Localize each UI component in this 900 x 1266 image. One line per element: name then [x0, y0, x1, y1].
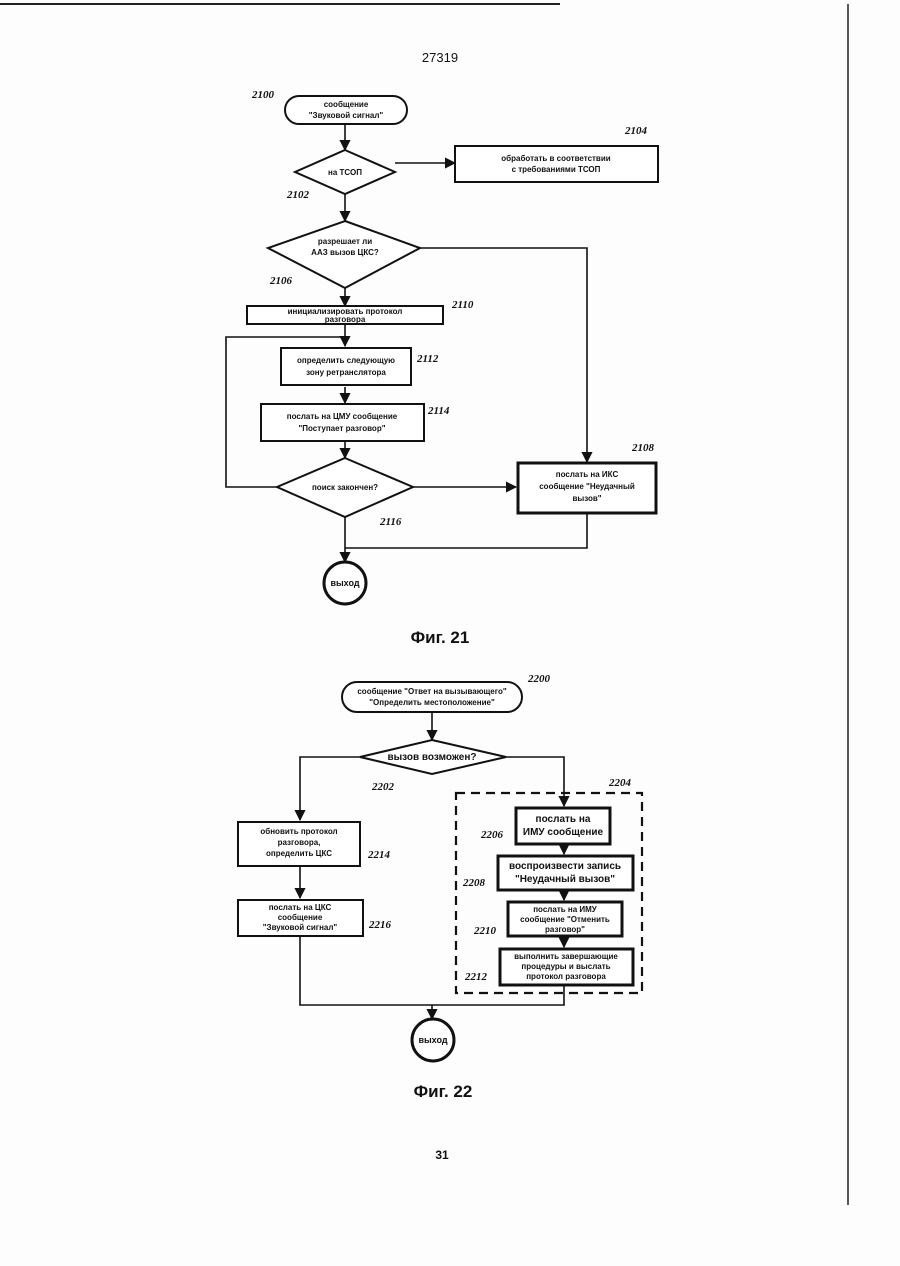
- fig22-box-2210-line-1: послать на ИМУ: [533, 905, 598, 914]
- fig22-box-2212-line-1: выполнить завершающие: [514, 952, 618, 961]
- fig22-box-2210-line-2: сообщение "Отменить: [520, 915, 610, 924]
- header-number: 27319: [422, 50, 458, 65]
- fig21-box-2114-line-2: "Поступает разговор": [298, 424, 385, 433]
- ref-2110: 2110: [451, 299, 474, 311]
- fig22-box-2214-line-2: разговора,: [278, 838, 321, 847]
- fig21-decision-2116-text: поиск закончен?: [312, 483, 378, 492]
- ref-2200: 2200: [527, 673, 551, 685]
- ref-2206: 2206: [480, 829, 504, 841]
- fig21-box-2112-line-1: определить следующую: [297, 356, 395, 365]
- fig22-box-2206-line-2: ИМУ сообщение: [523, 826, 604, 838]
- fig22-start-line-2: "Определить местоположение": [369, 698, 495, 707]
- ref-2202: 2202: [371, 781, 395, 793]
- ref-2106: 2106: [269, 275, 293, 287]
- ref-2100: 2100: [251, 89, 275, 101]
- ref-2212: 2212: [464, 971, 488, 983]
- fig21-box-2114-line-1: послать на ЦМУ сообщение: [287, 412, 398, 421]
- ref-2116: 2116: [379, 516, 402, 528]
- fig21-decision-2102-text: на ТСОП: [328, 168, 362, 177]
- fig21-box-2110-line-2: разговора: [325, 315, 366, 324]
- fig22-box-2214-line-1: обновить протокол: [260, 827, 337, 836]
- fig21-box-2108-line-1: послать на ИКС: [556, 470, 619, 479]
- ref-2208: 2208: [462, 877, 486, 889]
- figure-21: сообщение "Звуковой сигнал" 2100 на ТСОП…: [226, 89, 658, 647]
- fig21-box-2104-line-2: с требованиями ТСОП: [512, 165, 601, 174]
- ref-2108: 2108: [631, 442, 655, 454]
- fig22-box-2212-line-2: процедуры и выслать: [521, 962, 610, 971]
- fig21-box-2108-line-2: сообщение "Неудачный: [539, 482, 635, 491]
- fig22-box-2212-line-3: протокол разговора: [526, 972, 606, 981]
- figure-22: сообщение "Ответ на вызывающего" "Опреде…: [238, 673, 642, 1101]
- fig22-box-2216-line-1: послать на ЦКС: [269, 903, 332, 912]
- fig21-exit-text: выход: [330, 578, 359, 588]
- fig21-box-2104: [455, 146, 658, 182]
- fig21-box-2112-line-2: зону ретранслятора: [306, 368, 386, 377]
- fig22-decision-2202-text: вызов возможен?: [387, 752, 476, 763]
- fig21-caption: Фиг. 21: [411, 628, 470, 647]
- ref-2102: 2102: [286, 189, 310, 201]
- fig22-box-2208-line-2: "Неудачный вызов": [515, 874, 615, 885]
- fig21-decision-2106-line-1: разрешает ли: [318, 237, 372, 246]
- fig21-start-line-1: сообщение: [324, 100, 369, 109]
- ref-2112: 2112: [416, 353, 439, 365]
- fig21-start-line-2: "Звуковой сигнал": [309, 111, 384, 120]
- fig22-box-2210-line-3: разговор": [545, 925, 585, 934]
- fig22-box-2208-line-1: воспроизвести запись: [509, 861, 621, 872]
- fig21-box-2112: [281, 348, 411, 385]
- fig22-box-2216-line-3: "Звуковой сигнал": [263, 923, 338, 932]
- fig22-box-2214-line-3: определить ЦКС: [266, 849, 332, 858]
- fig22-caption: Фиг. 22: [414, 1082, 473, 1101]
- fig21-box-2104-line-1: обработать в соответствии: [501, 154, 610, 163]
- fig22-box-2206-line-1: послать на: [536, 814, 591, 825]
- ref-2210: 2210: [473, 925, 497, 937]
- ref-2214: 2214: [367, 849, 391, 861]
- fig21-box-2114: [261, 404, 424, 441]
- fig22-box-2216-line-2: сообщение: [278, 913, 323, 922]
- page-number: 31: [435, 1148, 449, 1162]
- fig21-decision-2106-line-2: ААЗ вызов ЦКС?: [311, 248, 379, 257]
- ref-2204: 2204: [608, 777, 632, 789]
- ref-2216: 2216: [368, 919, 392, 931]
- fig22-exit-text: выход: [418, 1035, 447, 1045]
- ref-2114: 2114: [427, 405, 450, 417]
- ref-2104: 2104: [624, 125, 648, 137]
- fig21-box-2108-line-3: вызов": [572, 494, 601, 503]
- fig22-start-line-1: сообщение "Ответ на вызывающего": [357, 687, 506, 696]
